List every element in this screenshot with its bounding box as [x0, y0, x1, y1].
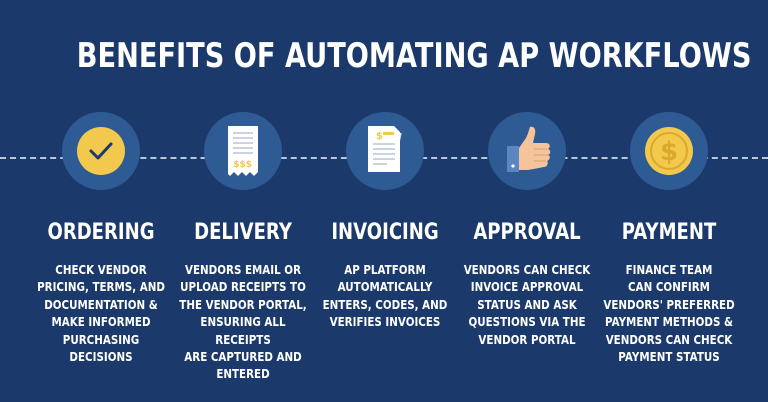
step-description: VENDORS CAN CHECK INVOICE APPROVAL STATU…: [457, 262, 596, 349]
step-circle: [62, 112, 140, 190]
desc-line: UPLOAD RECEIPTS TO: [180, 280, 306, 295]
step-heading: INVOICING: [331, 220, 439, 245]
desc-line: ENSURING ALL RECEIPTS: [200, 315, 286, 347]
desc-line: CAN CONFIRM: [628, 280, 710, 295]
step-description: AP PLATFORM AUTOMATICALLY ENTERS, CODES,…: [315, 262, 454, 332]
desc-line: AUTOMATICALLY: [337, 280, 433, 295]
desc-line: MAKE INFORMED: [51, 315, 151, 330]
step-heading: APPROVAL: [473, 220, 581, 245]
desc-line: ENTERED: [216, 367, 270, 382]
desc-line: VENDORS EMAIL OR: [184, 263, 302, 277]
step-circle: [488, 112, 566, 190]
thumbs-up-icon: [507, 126, 551, 172]
desc-line: VENDOR PORTAL: [478, 332, 576, 347]
step-heading: ORDERING: [47, 220, 155, 245]
desc-line: AP PLATFORM: [344, 263, 426, 277]
desc-line: ARE CAPTURED AND: [184, 350, 302, 365]
svg-text:$$$: $$$: [233, 160, 252, 170]
desc-line: THE VENDOR PORTAL,: [179, 297, 307, 312]
step-heading: DELIVERY: [194, 220, 292, 245]
desc-line: DOCUMENTATION &: [44, 297, 158, 312]
desc-line: FINANCE TEAM: [625, 263, 713, 277]
checkmark-icon: [77, 127, 125, 175]
step-circle: $: [346, 112, 424, 190]
desc-line: CHECK VENDOR: [55, 263, 147, 277]
step-circle: $: [630, 112, 708, 190]
step-description: VENDORS EMAIL OR UPLOAD RECEIPTS TO THE …: [173, 262, 312, 384]
desc-line: VERIFIES INVOICES: [329, 315, 441, 330]
page-title: BENEFITS OF AUTOMATING AP WORKFLOWS: [76, 36, 752, 76]
step-circle: $$$: [204, 112, 282, 190]
receipt-icon: $$$: [228, 126, 258, 176]
desc-line: STATUS AND ASK: [477, 297, 577, 312]
desc-line: QUESTIONS VIA THE: [468, 315, 586, 330]
desc-line: VENDORS' PREFERRED: [603, 297, 735, 312]
desc-line: VENDORS CAN CHECK: [463, 263, 591, 277]
desc-line: PURCHASING DECISIONS: [62, 332, 140, 365]
invoice-icon: $: [368, 126, 402, 172]
desc-line: PAYMENT STATUS: [618, 350, 720, 365]
svg-text:$: $: [660, 137, 678, 167]
step-description: CHECK VENDOR PRICING, TERMS, AND DOCUMEN…: [31, 262, 170, 366]
svg-text:$: $: [376, 131, 383, 142]
step-description: FINANCE TEAM CAN CONFIRM VENDORS' PREFER…: [599, 262, 738, 366]
desc-line: ENTERS, CODES, AND: [322, 297, 448, 312]
dollar-coin-icon: $: [645, 127, 693, 175]
desc-line: PAYMENT METHODS &: [604, 315, 734, 330]
desc-line: PRICING, TERMS, AND: [37, 280, 165, 295]
desc-line: INVOICE APPROVAL: [470, 280, 584, 295]
step-heading: PAYMENT: [621, 220, 717, 245]
desc-line: VENDORS CAN CHECK: [605, 332, 733, 347]
